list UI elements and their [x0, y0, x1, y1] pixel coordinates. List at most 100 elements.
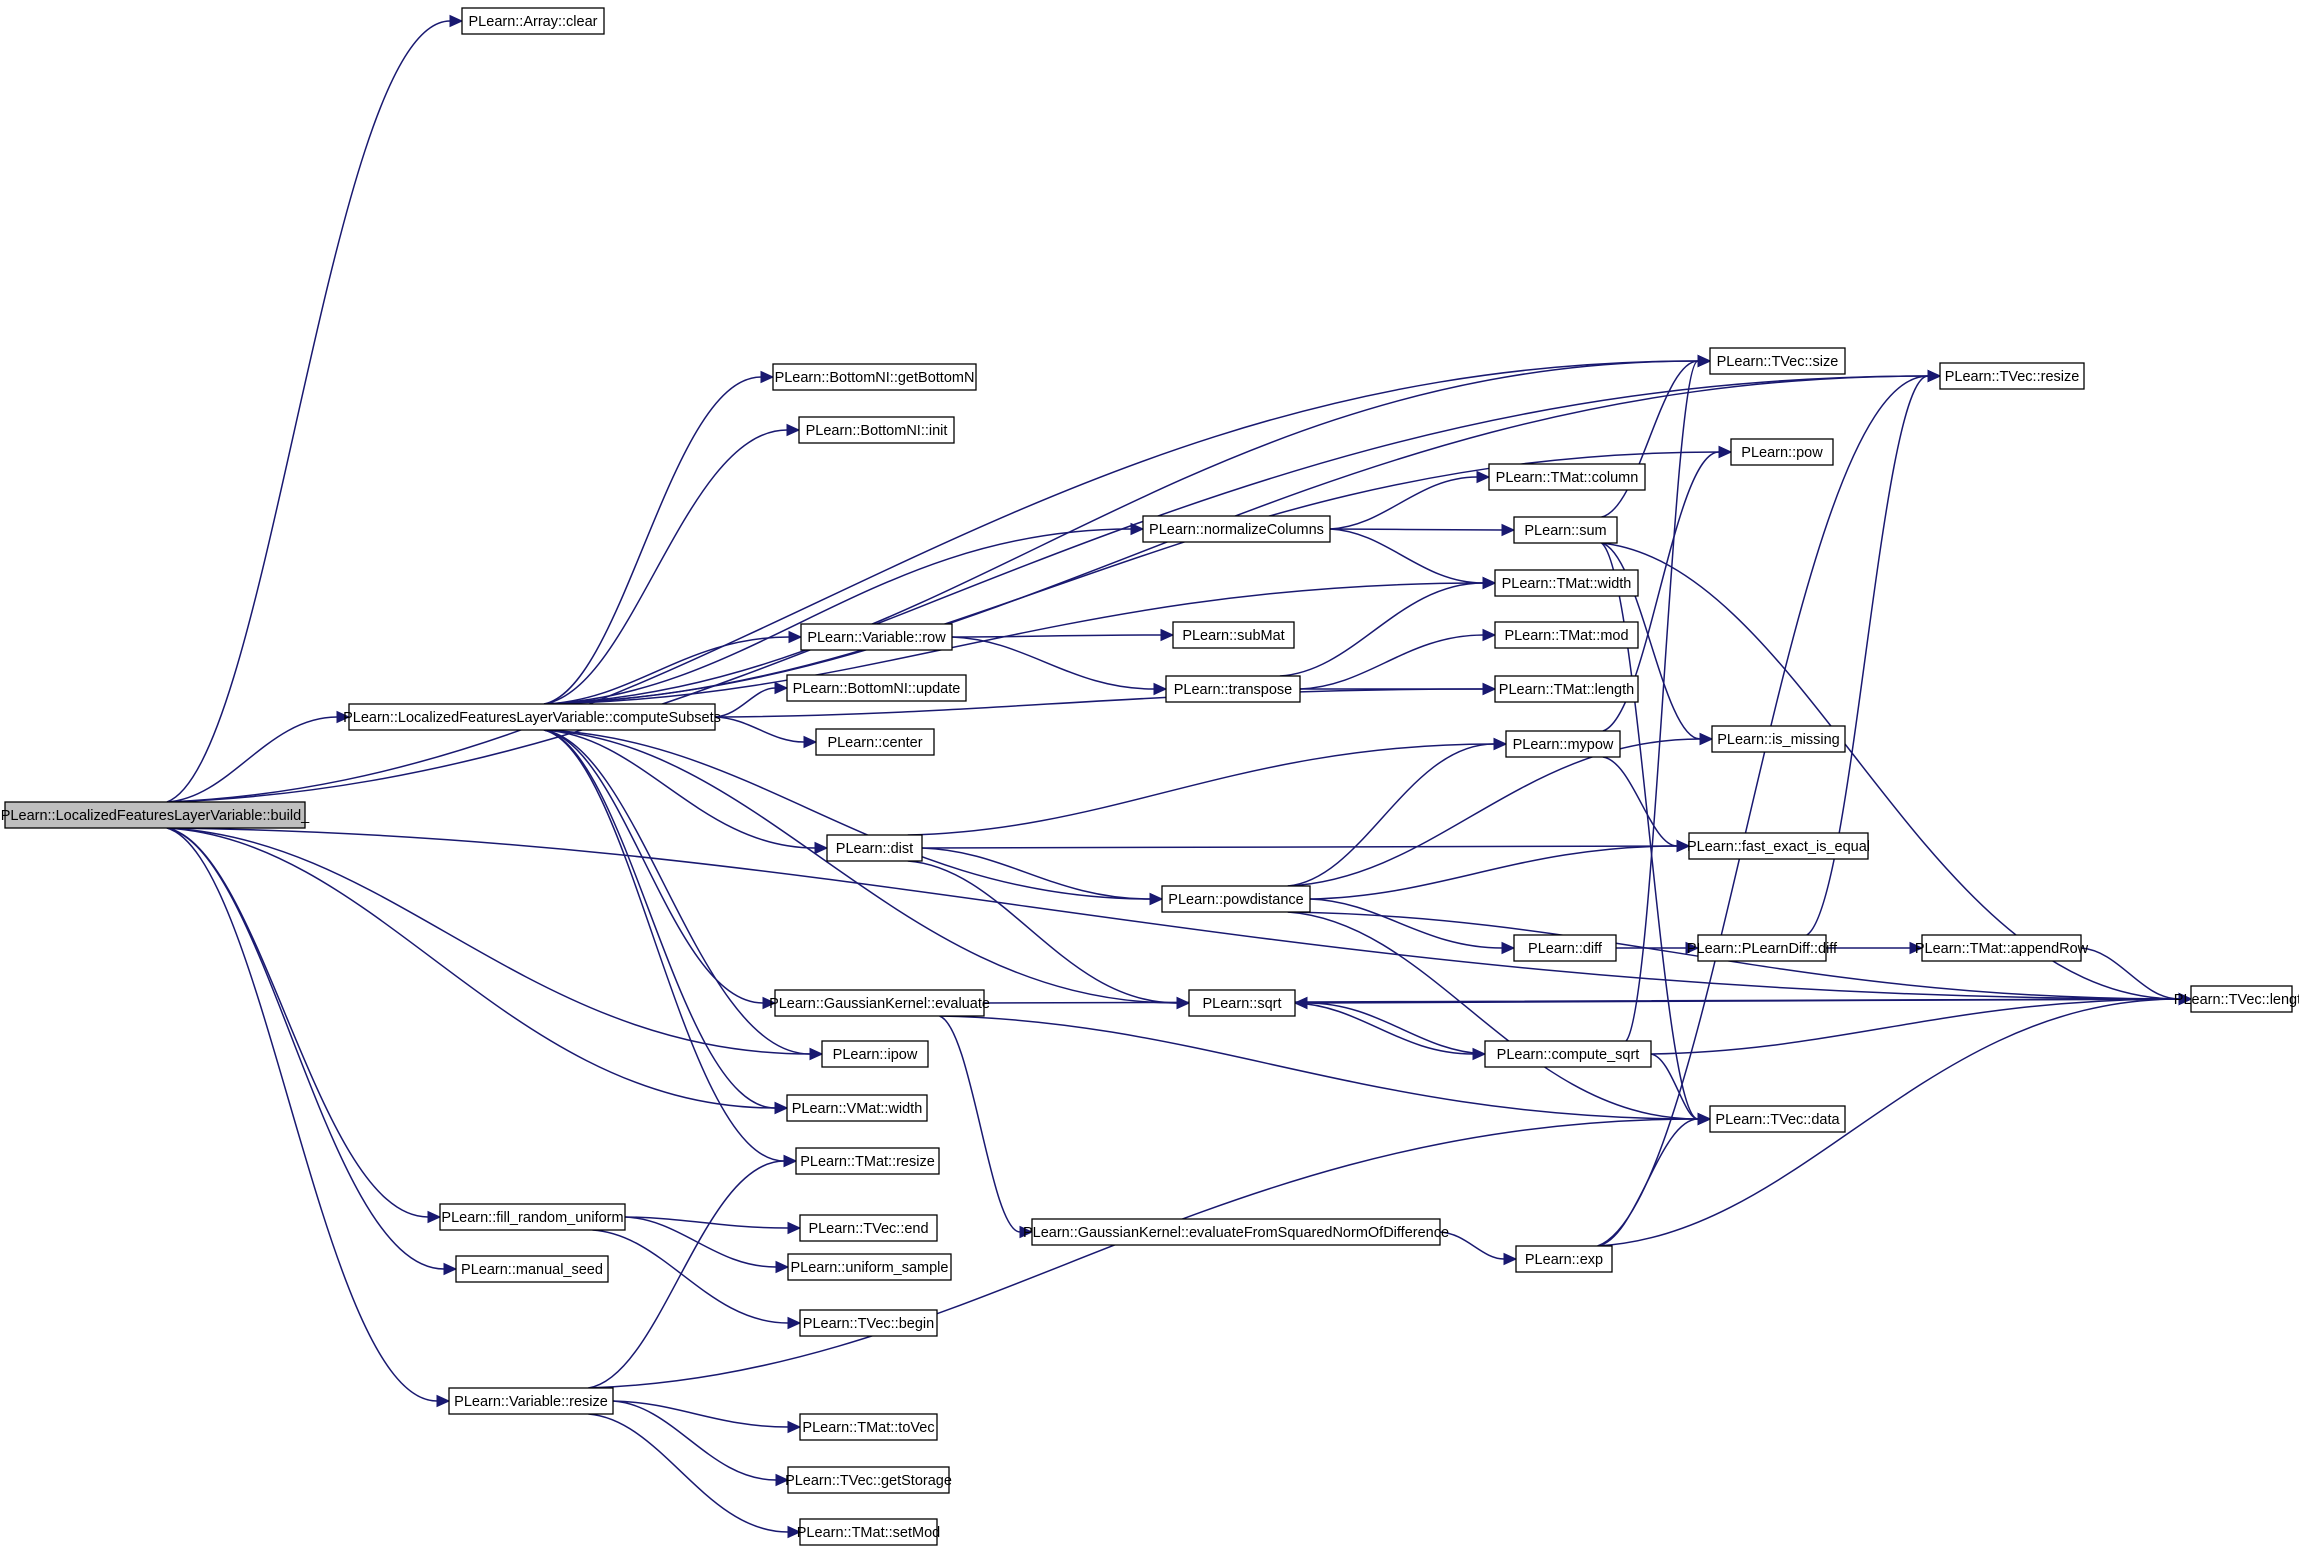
node-fast-eq[interactable]: PLearn::fast_exact_is_equal [1687, 832, 1870, 860]
node-pld-diff[interactable]: PLearn::PLearnDiff::diff [1687, 934, 1838, 962]
node-label[interactable]: PLearn::mypow [1513, 737, 1614, 753]
node-box[interactable] [1488, 463, 1646, 491]
node-label[interactable]: PLearn::TMat::width [1502, 576, 1632, 592]
node-bn-init[interactable]: PLearn::BottomNI::init [798, 416, 955, 444]
node-var-resize[interactable]: PLearn::Variable::resize [448, 1387, 614, 1415]
node-label[interactable]: PLearn::Variable::resize [454, 1394, 608, 1410]
node-bn-update[interactable]: PLearn::BottomNI::update [786, 674, 967, 702]
node-box[interactable] [1484, 1040, 1652, 1068]
node-label[interactable]: PLearn::fast_exact_is_equal [1687, 839, 1870, 855]
node-box[interactable] [1494, 675, 1639, 703]
node-label[interactable]: PLearn::center [827, 735, 922, 751]
node-label[interactable]: PLearn::normalizeColumns [1149, 522, 1324, 538]
node-box[interactable] [1494, 569, 1639, 597]
node-normcols[interactable]: PLearn::normalizeColumns [1142, 515, 1331, 543]
node-box[interactable] [348, 703, 716, 731]
node-label[interactable]: PLearn::exp [1525, 1252, 1603, 1268]
node-label[interactable]: PLearn::TMat::appendRow [1915, 941, 2089, 957]
node-box[interactable] [799, 1413, 938, 1441]
node-compsub[interactable]: PLearn::LocalizedFeaturesLayerVariable::… [343, 703, 721, 731]
node-box[interactable] [787, 1253, 952, 1281]
node-label[interactable]: PLearn::fill_random_uniform [441, 1210, 623, 1226]
node-submat[interactable]: PLearn::subMat [1172, 621, 1295, 649]
node-dist[interactable]: PLearn::dist [826, 834, 923, 862]
node-var-row[interactable]: PLearn::Variable::row [800, 623, 953, 651]
node-label[interactable]: PLearn::uniform_sample [791, 1260, 949, 1276]
node-vmat-width[interactable]: PLearn::VMat::width [786, 1094, 928, 1122]
node-label[interactable]: PLearn::sqrt [1203, 996, 1282, 1012]
node-label[interactable]: PLearn::TMat::mod [1504, 628, 1628, 644]
node-box[interactable] [798, 416, 955, 444]
node-label[interactable]: PLearn::ipow [833, 1047, 918, 1063]
node-box[interactable] [1515, 1245, 1613, 1273]
node-label[interactable]: PLearn::TMat::toVec [802, 1420, 934, 1436]
node-tmat-tovec[interactable]: PLearn::TMat::toVec [799, 1413, 938, 1441]
node-setmod[interactable]: PLearn::TMat::setMod [797, 1518, 940, 1546]
node-label[interactable]: PLearn::TVec::length [2174, 992, 2299, 1008]
node-label[interactable]: PLearn::TMat::column [1496, 470, 1639, 486]
node-box[interactable] [461, 7, 605, 35]
node-transpose[interactable]: PLearn::transpose [1165, 675, 1301, 703]
node-tvec-size[interactable]: PLearn::TVec::size [1709, 347, 1846, 375]
node-box[interactable] [2190, 985, 2293, 1013]
node-center[interactable]: PLearn::center [815, 728, 935, 756]
node-label[interactable]: PLearn::is_missing [1717, 732, 1840, 748]
node-label[interactable]: PLearn::TVec::getStorage [785, 1473, 952, 1489]
node-box[interactable] [821, 1040, 929, 1068]
node-label[interactable]: PLearn::BottomNI::init [806, 423, 948, 439]
node-tmat-resize[interactable]: PLearn::TMat::resize [795, 1147, 940, 1175]
node-label[interactable]: PLearn::pow [1741, 445, 1823, 461]
node-label[interactable]: PLearn::diff [1528, 941, 1603, 957]
node-box[interactable] [786, 674, 967, 702]
node-box[interactable] [799, 1518, 938, 1546]
node-tmat-length[interactable]: PLearn::TMat::length [1494, 675, 1639, 703]
node-box[interactable] [1513, 516, 1618, 544]
node-label[interactable]: PLearn::TVec::end [808, 1221, 928, 1237]
node-label[interactable]: PLearn::BottomNI::getBottomN [775, 370, 975, 386]
node-tvec-data[interactable]: PLearn::TVec::data [1709, 1105, 1846, 1133]
node-getbottomn[interactable]: PLearn::BottomNI::getBottomN [772, 363, 977, 391]
node-box[interactable] [1505, 730, 1621, 758]
node-box[interactable] [772, 363, 977, 391]
node-manual-seed[interactable]: PLearn::manual_seed [455, 1255, 609, 1283]
node-box[interactable] [1730, 438, 1834, 466]
node-label[interactable]: PLearn::LocalizedFeaturesLayerVariable::… [1, 808, 310, 824]
node-box[interactable] [826, 834, 923, 862]
node-sum[interactable]: PLearn::sum [1513, 516, 1618, 544]
node-box[interactable] [4, 801, 306, 829]
node-tmat-width[interactable]: PLearn::TMat::width [1494, 569, 1639, 597]
node-box[interactable] [1165, 675, 1301, 703]
node-sqrt[interactable]: PLearn::sqrt [1188, 989, 1296, 1017]
node-label[interactable]: PLearn::compute_sqrt [1497, 1047, 1640, 1063]
node-box[interactable] [786, 1094, 928, 1122]
node-exp[interactable]: PLearn::exp [1515, 1245, 1613, 1273]
node-label[interactable]: PLearn::TVec::begin [803, 1316, 934, 1332]
node-box[interactable] [439, 1203, 626, 1231]
node-box[interactable] [800, 623, 953, 651]
node-box[interactable] [795, 1147, 940, 1175]
node-gk-evalsq[interactable]: PLearn::GaussianKernel::evaluateFromSqua… [1023, 1218, 1449, 1246]
node-mypow[interactable]: PLearn::mypow [1505, 730, 1621, 758]
node-box[interactable] [1142, 515, 1331, 543]
node-label[interactable]: PLearn::BottomNI::update [793, 681, 961, 697]
node-label[interactable]: PLearn::TMat::setMod [797, 1525, 940, 1541]
node-box[interactable] [1161, 885, 1311, 913]
node-box[interactable] [1188, 989, 1296, 1017]
node-powdist[interactable]: PLearn::powdistance [1161, 885, 1311, 913]
node-box[interactable] [1513, 934, 1617, 962]
node-getstorage[interactable]: PLearn::TVec::getStorage [785, 1466, 952, 1494]
node-label[interactable]: PLearn::GaussianKernel::evaluateFromSqua… [1023, 1225, 1449, 1241]
node-label[interactable]: PLearn::subMat [1182, 628, 1284, 644]
node-clear[interactable]: PLearn::Array::clear [461, 7, 605, 35]
node-label[interactable]: PLearn::Variable::row [807, 630, 946, 646]
node-tvec-end[interactable]: PLearn::TVec::end [799, 1214, 938, 1242]
node-box[interactable] [787, 1466, 950, 1494]
node-tmat-mod[interactable]: PLearn::TMat::mod [1494, 621, 1639, 649]
node-label[interactable]: PLearn::transpose [1174, 682, 1293, 698]
node-box[interactable] [1709, 347, 1846, 375]
node-label[interactable]: PLearn::VMat::width [792, 1101, 923, 1117]
node-box[interactable] [774, 989, 985, 1017]
node-gk-eval[interactable]: PLearn::GaussianKernel::evaluate [769, 989, 990, 1017]
node-label[interactable]: PLearn::TMat::length [1499, 682, 1634, 698]
node-box[interactable] [1494, 621, 1639, 649]
